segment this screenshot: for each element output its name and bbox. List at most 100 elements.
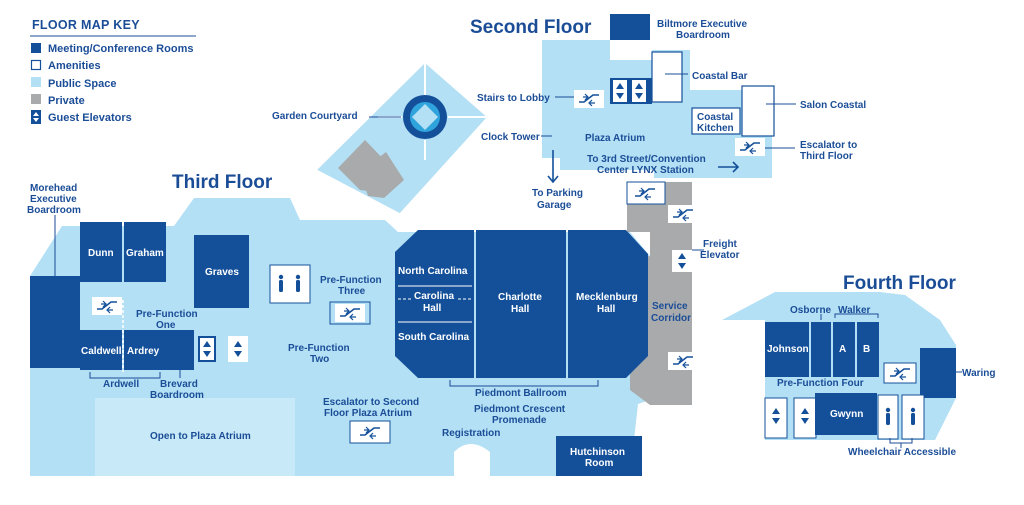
service-corridor-label-1: Service bbox=[652, 301, 688, 312]
hutchinson-room[interactable] bbox=[556, 436, 642, 476]
third-elevator-icon-2 bbox=[231, 338, 245, 360]
coastal-kitchen-label-1: Coastal bbox=[697, 112, 733, 123]
service-escalator-icon-2 bbox=[667, 204, 699, 224]
mecklenburg-hall-room[interactable] bbox=[568, 230, 648, 378]
dunn-room[interactable] bbox=[80, 222, 122, 282]
parking-label-2: Garage bbox=[537, 200, 572, 211]
mecklenburg-hall-label-1: Mecklenburg bbox=[576, 292, 638, 303]
prefunction-three-label-1: Pre-Function bbox=[320, 275, 382, 286]
second-floor: Second Floor Biltmore Executive Boardroo… bbox=[470, 14, 866, 211]
johnson-room[interactable] bbox=[765, 322, 809, 377]
salon-coastal[interactable] bbox=[741, 85, 775, 137]
salon-coastal-label: Salon Coastal bbox=[800, 100, 866, 111]
key-swatch-amenity bbox=[30, 59, 42, 71]
hutchinson-label-2: Room bbox=[585, 458, 613, 469]
carolina-hall-label-1: Carolina bbox=[414, 291, 454, 302]
third-street-label-1: To 3rd Street/Convention bbox=[587, 154, 706, 165]
service-escalator-icon-1 bbox=[629, 183, 661, 203]
north-carolina-label: North Carolina bbox=[398, 266, 468, 277]
ardrey-room[interactable] bbox=[124, 330, 166, 370]
prefunction-three-label-2: Three bbox=[338, 286, 366, 297]
prefunction-two-label-1: Pre-Function bbox=[288, 343, 350, 354]
key-item-amenity: Amenities bbox=[48, 60, 101, 72]
charlotte-hall-room[interactable] bbox=[476, 230, 566, 378]
ardwell-label: Ardwell bbox=[103, 379, 139, 390]
key-item-private: Private bbox=[48, 95, 85, 107]
fourth-restroom-icon-2 bbox=[907, 404, 919, 430]
graham-room[interactable] bbox=[124, 222, 166, 282]
open-plaza-label: Open to Plaza Atrium bbox=[150, 431, 251, 442]
hutchinson-label-1: Hutchinson bbox=[570, 447, 625, 458]
prefunction-one-escalator-icon bbox=[91, 296, 123, 316]
morehead-room[interactable] bbox=[30, 276, 80, 368]
morehead-label-2: Executive bbox=[30, 194, 77, 205]
coastal-bar[interactable] bbox=[651, 51, 683, 103]
south-carolina-label: South Carolina bbox=[398, 332, 470, 343]
escalator-third-label-2: Third Floor bbox=[800, 151, 853, 162]
garden-courtyard-label: Garden Courtyard bbox=[272, 111, 358, 122]
stairs-escalator-icon bbox=[573, 89, 605, 109]
prefunction-one-label-2: One bbox=[156, 320, 176, 331]
graham-label: Graham bbox=[126, 248, 164, 259]
osborne-label: Osborne bbox=[790, 305, 832, 316]
key-swatch-public bbox=[31, 77, 41, 87]
registration-label: Registration bbox=[442, 428, 500, 439]
piedmont-ballroom-label: Piedmont Ballroom bbox=[475, 388, 567, 399]
biltmore-room[interactable] bbox=[610, 14, 650, 40]
key-title: FLOOR MAP KEY bbox=[32, 18, 140, 32]
piedmont-crescent-label-2: Promenade bbox=[492, 415, 547, 426]
osborne-room[interactable] bbox=[811, 322, 831, 377]
second-elevator-icon-2 bbox=[632, 80, 646, 102]
fourth-elevator-icon-1 bbox=[769, 405, 783, 427]
restroom-icon-2 bbox=[292, 271, 304, 297]
plaza-atrium-label: Plaza Atrium bbox=[585, 133, 645, 144]
fourth-floor-title: Fourth Floor bbox=[843, 273, 957, 294]
key-item-meeting: Meeting/Conference Rooms bbox=[48, 43, 193, 55]
garden-courtyard-area: Garden Courtyard bbox=[272, 60, 490, 215]
brevard-label-1: Brevard bbox=[160, 379, 198, 390]
brevard-room[interactable] bbox=[166, 330, 194, 370]
third-elevator-icon-1 bbox=[200, 338, 214, 360]
room-a[interactable] bbox=[833, 322, 855, 377]
coastal-bar-label: Coastal Bar bbox=[692, 71, 748, 82]
parking-arrow-icon bbox=[547, 150, 559, 184]
coastal-kitchen[interactable] bbox=[691, 107, 741, 135]
third-floor-title: Third Floor bbox=[172, 172, 273, 193]
restroom-icon-1 bbox=[275, 271, 287, 297]
ardrey-label: Ardrey bbox=[127, 346, 160, 357]
parking-label-1: To Parking bbox=[532, 188, 583, 199]
waring-room[interactable] bbox=[920, 348, 956, 398]
freight-elevator-label-1: Freight bbox=[703, 239, 738, 250]
room-b[interactable] bbox=[857, 322, 879, 377]
prefunction-two-label-2: Two bbox=[310, 354, 329, 365]
prefunction-three-escalator-icon bbox=[334, 303, 366, 323]
walker-label: Walker bbox=[838, 305, 871, 316]
fourth-escalator-icon bbox=[884, 363, 916, 383]
johnson-label: Johnson bbox=[767, 344, 809, 355]
key-item-public: Public Space bbox=[48, 78, 116, 90]
caldwell-label: Caldwell bbox=[81, 346, 122, 357]
fourth-restroom-icon-1 bbox=[882, 404, 894, 430]
carolina-hall-room[interactable] bbox=[395, 230, 474, 378]
biltmore-label-2: Boardroom bbox=[676, 30, 730, 41]
graves-label: Graves bbox=[205, 267, 239, 278]
charlotte-hall-label-2: Hall bbox=[511, 304, 530, 315]
dunn-label: Dunn bbox=[88, 248, 114, 259]
room-a-label: A bbox=[839, 344, 846, 355]
caldwell-room[interactable] bbox=[80, 330, 122, 370]
coastal-kitchen-label-2: Kitchen bbox=[697, 123, 734, 134]
morehead-label-1: Morehead bbox=[30, 183, 77, 194]
escalator-second-label-2: Floor Plaza Atrium bbox=[324, 408, 412, 419]
registration-desk[interactable] bbox=[454, 444, 490, 476]
second-elevator-icon-1 bbox=[613, 80, 627, 102]
escalator-second-icon bbox=[354, 422, 386, 442]
key-item-elevator: Guest Elevators bbox=[48, 112, 132, 124]
third-street-label-2: Center LYNX Station bbox=[597, 165, 694, 176]
stairs-label: Stairs to Lobby bbox=[477, 93, 550, 104]
gwynn-room[interactable] bbox=[815, 393, 877, 435]
third-floor: Third Floor Freight Elevator Service Cor… bbox=[27, 172, 740, 476]
key-swatch-private bbox=[31, 94, 41, 104]
graves-room[interactable] bbox=[194, 235, 249, 308]
fourth-elevator-icon-2 bbox=[798, 405, 812, 427]
second-floor-title: Second Floor bbox=[470, 17, 592, 38]
